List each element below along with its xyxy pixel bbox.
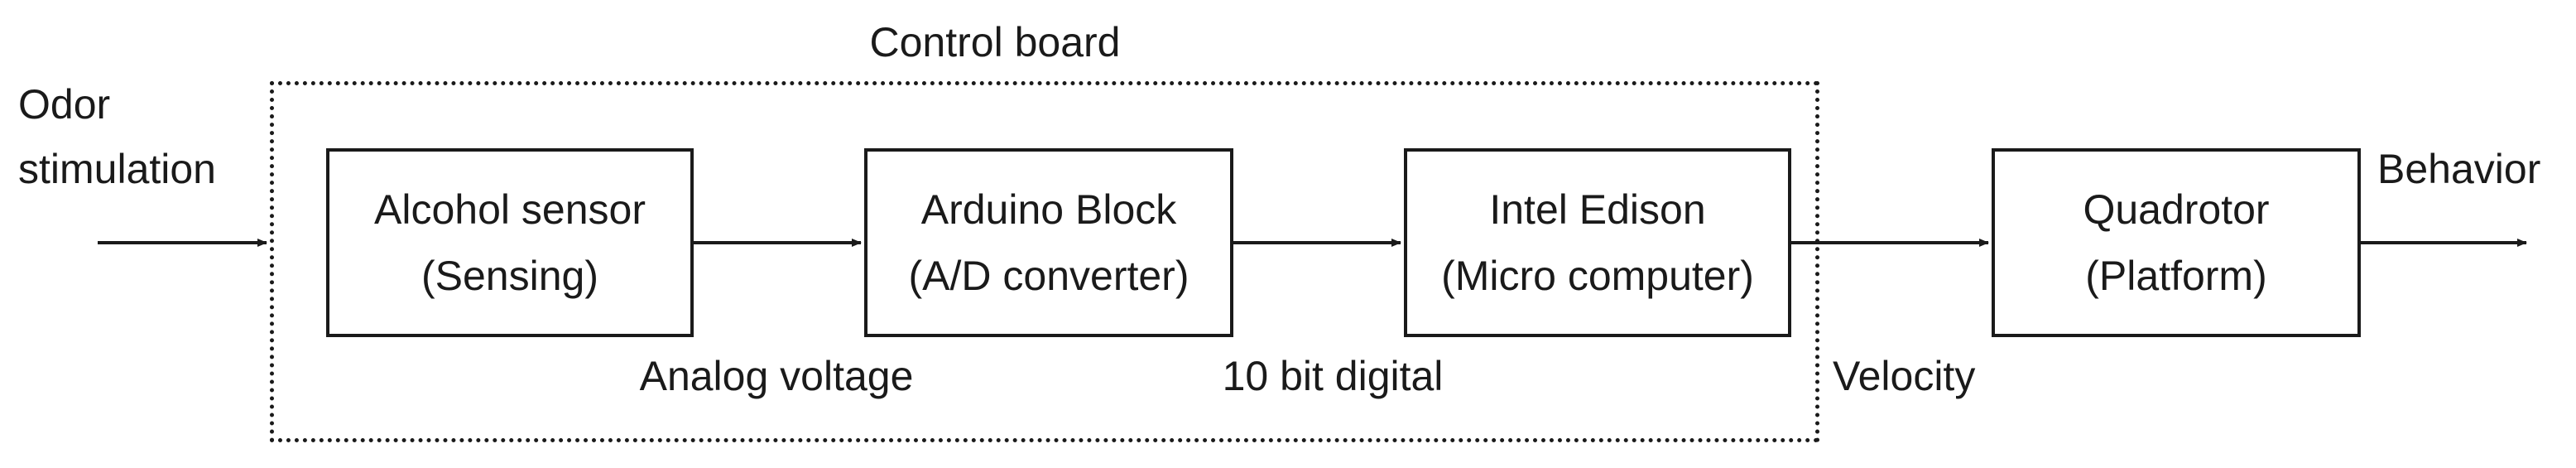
block-alcohol-sensor: Alcohol sensor (Sensing): [326, 148, 694, 337]
control-board-group: [270, 81, 1819, 442]
input-label-line2: stimulation: [18, 146, 216, 192]
block-intel-edison: Intel Edison (Micro computer): [1404, 148, 1791, 337]
block-quadrotor: Quadrotor (Platform): [1992, 148, 2361, 337]
block-intel-edison-sub: (Micro computer): [1441, 253, 1754, 299]
block-quadrotor-sub: (Platform): [2085, 253, 2267, 299]
signal-analog-voltage: Analog voltage: [639, 353, 914, 399]
output-label: Behavior: [2377, 146, 2541, 192]
input-label-line1: Odor: [18, 81, 111, 128]
block-arduino: Arduino Block (A/D converter): [864, 148, 1233, 337]
block-intel-edison-name: Intel Edison: [1489, 186, 1706, 233]
block-alcohol-sensor-name: Alcohol sensor: [374, 186, 646, 233]
signal-velocity: Velocity: [1833, 353, 1976, 399]
block-arduino-sub: (A/D converter): [908, 253, 1189, 299]
block-quadrotor-name: Quadrotor: [2083, 186, 2270, 233]
control-board-title: Control board: [869, 19, 1121, 65]
block-arduino-name: Arduino Block: [920, 186, 1177, 233]
block-alcohol-sensor-sub: (Sensing): [421, 253, 598, 299]
signal-10-bit-digital: 10 bit digital: [1222, 353, 1444, 399]
